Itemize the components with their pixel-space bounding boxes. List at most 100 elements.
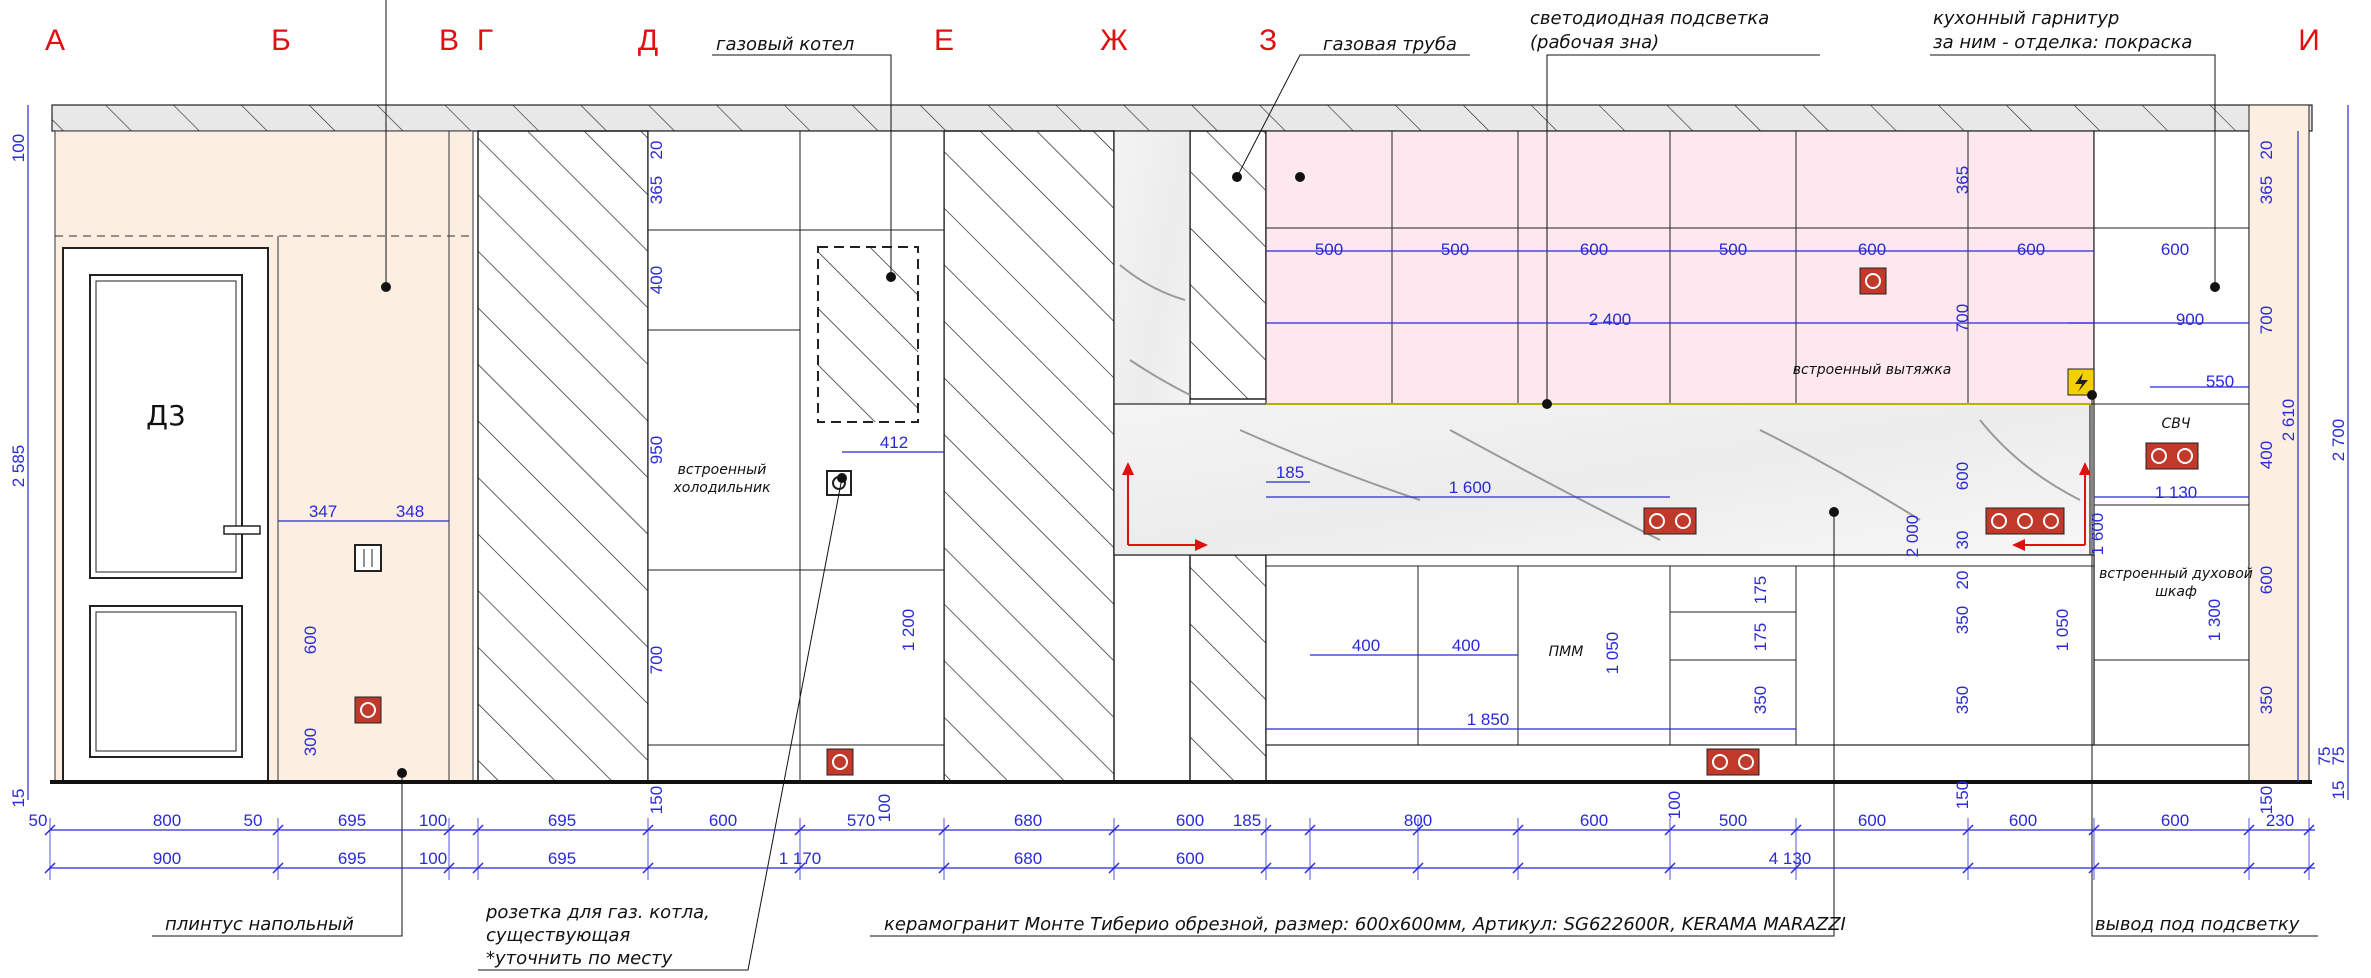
dimension-label: 185 [1276,463,1304,482]
axis-label: Д [638,24,658,57]
dimension-label-fridge: 400 [647,266,666,294]
dimension-label-right: 150 [2257,786,2276,814]
door-panel-top [89,274,243,579]
dimension-label-vertical: 2 000 [1903,515,1922,558]
dimension-label-right: 20 [2257,141,2276,160]
dimension-label-row2: 1 170 [779,849,822,868]
dimension-label-row2: 100 [419,849,447,868]
dimension-label-vertical: 100 [875,794,894,822]
dimension-label-upper: 600 [1858,240,1886,259]
dimension-label-fridge: 365 [647,176,666,204]
dimension-label-row1: 800 [153,811,181,830]
ceiling-hatch [52,105,2312,131]
dimension-lines [27,105,2349,880]
axis-label: Б [271,24,291,57]
base-cabinets [1265,554,2095,746]
dimension-label-row1: 600 [2161,811,2189,830]
dimension-label: 347 [309,502,337,521]
fridge-label-1: встроенный [678,462,767,478]
dimension-label-upper: 600 [2161,240,2189,259]
dimension-label-row1: 500 [1719,811,1747,830]
dimension-label-vertical: 350 [1751,686,1770,714]
dimension-label-vertical: 1 050 [1603,632,1622,675]
dimension-label-vertical: 30 [1953,531,1972,550]
axis-label: А [45,24,65,57]
marble-backsplash [1113,403,2091,556]
socket-icon [354,696,382,724]
dimension-label: 412 [880,433,908,452]
dimension-label: 75 [2329,747,2348,766]
dimension-label-row2: 680 [1014,849,1042,868]
dimension-label-vertical: 350 [1953,686,1972,714]
dimension-label-vertical: 600 [1953,462,1972,490]
dimension-label-vertical: 300 [301,728,320,756]
tile-direction-arrow [2012,462,2091,551]
marble-veins [1119,264,2081,541]
dimension-label-row1: 600 [1858,811,1886,830]
dimension-label: 2 700 [2329,419,2348,462]
upper-cabinets [1265,130,2095,405]
dimension-label-row2: 695 [548,849,576,868]
dimension-label-right: 365 [2257,176,2276,204]
gas-boiler [817,246,919,423]
axis-label: В [439,24,459,57]
dimension-label-row1: 600 [709,811,737,830]
dimension-label: 348 [396,502,424,521]
dimension-label-upper: 500 [1315,240,1343,259]
dimension-label-vertical: 175 [1751,623,1770,651]
dimension-label-upper: 600 [2017,240,2045,259]
dimension-label-right: 600 [2257,566,2276,594]
dimension-label-right: 700 [2257,306,2276,334]
oven-label-2: шкаф [2155,584,2197,600]
socket-icon [826,748,854,776]
dimension-label-vertical: 1 300 [2205,599,2224,642]
dimension-label: 1 130 [2155,483,2198,502]
dimension-label-vertical: 350 [1953,606,1972,634]
dimension-label-vertical: 20 [1953,571,1972,590]
axis-label: З [1259,24,1277,57]
dimension-label-fridge: 150 [647,786,666,814]
door-panel-bottom [89,605,243,758]
dimension-label-vertical: 175 [1751,576,1770,604]
leader-line [152,773,403,937]
dimension-label-vertical: 700 [1953,304,1972,332]
dimension-label: 2 400 [1589,310,1632,329]
leader-line [2091,395,2318,937]
oven-label-1: встроенный духовой [2099,566,2253,582]
triple-socket-icon [1985,507,2065,535]
leader-line [1236,54,1470,178]
dimension-label: 550 [2206,372,2234,391]
gas-pipe-box-hatched [1189,130,1267,400]
dimension-label-row2: 900 [153,849,181,868]
tile-direction-arrow [1122,462,1208,551]
axis-label: Е [934,24,954,57]
leader-line [478,477,843,971]
door-panel-bottom-inner [95,611,237,752]
dimension-label-fridge: 950 [647,436,666,464]
dimension-label-vertical: 600 [301,626,320,654]
dimension-label: 400 [1352,636,1380,655]
axis-label: Ж [1100,24,1128,57]
dimension-label-row1: 185 [1233,811,1261,830]
dimension-label-upper: 600 [1580,240,1608,259]
dimension-label-row1: 695 [548,811,576,830]
kitchen-label-2: за ним - отделка: покраска [1933,32,2192,53]
dimension-label-row1: 600 [1580,811,1608,830]
socket-label-2: существующая [486,925,630,946]
dimension-label-vertical: 1 600 [2088,513,2107,556]
dimension-label-row1: 680 [1014,811,1042,830]
socket-icon [1859,267,1887,295]
dimension-label-row1: 50 [244,811,263,830]
axis-label: Г [477,24,493,57]
dimension-label-row1: 800 [1404,811,1432,830]
dimension-label-row2: 600 [1176,849,1204,868]
dimension-label-fridge: 700 [647,646,666,674]
door-frame [62,247,269,783]
dimension-label: 900 [2176,310,2204,329]
switch-icon [354,544,382,572]
dimension-label-right: 400 [2257,441,2276,469]
dimension-label-vertical: 150 [1953,781,1972,809]
dimension-label-row1: 600 [1176,811,1204,830]
dimension-label-right: 75 [2315,747,2334,766]
